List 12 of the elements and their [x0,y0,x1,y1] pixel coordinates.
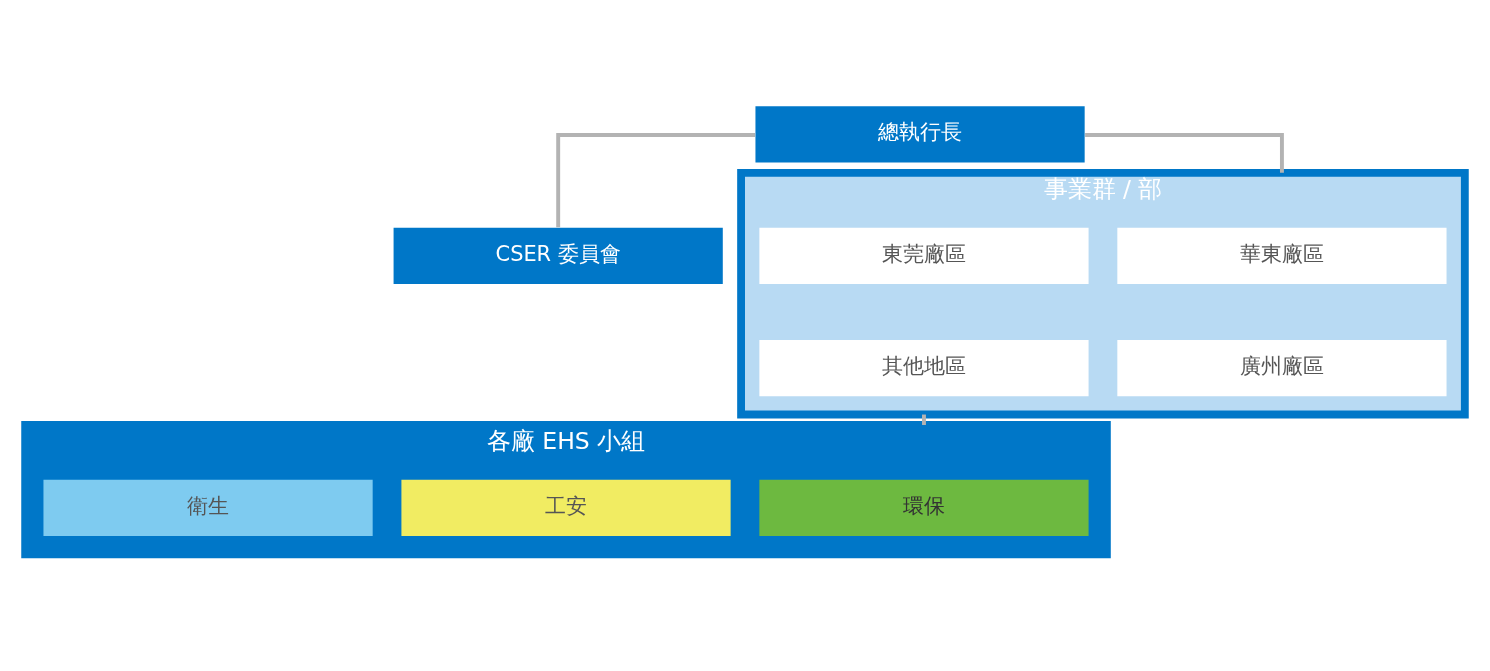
node-box: 東莞廠區 [759,227,1089,284]
node-box: CSER 委員會 [393,227,723,284]
connector [556,133,755,228]
connector [922,414,926,425]
node-box: 衛生 [43,479,373,537]
node-box: 環保 [759,479,1089,537]
node-box: 總執行長 [755,106,1085,163]
node-box: 工安 [401,479,731,537]
node-box: 其他地區 [759,340,1089,397]
node-box: 華東廠區 [1117,227,1447,284]
connector [1085,133,1284,173]
node-box: 廣州廠區 [1117,340,1447,397]
